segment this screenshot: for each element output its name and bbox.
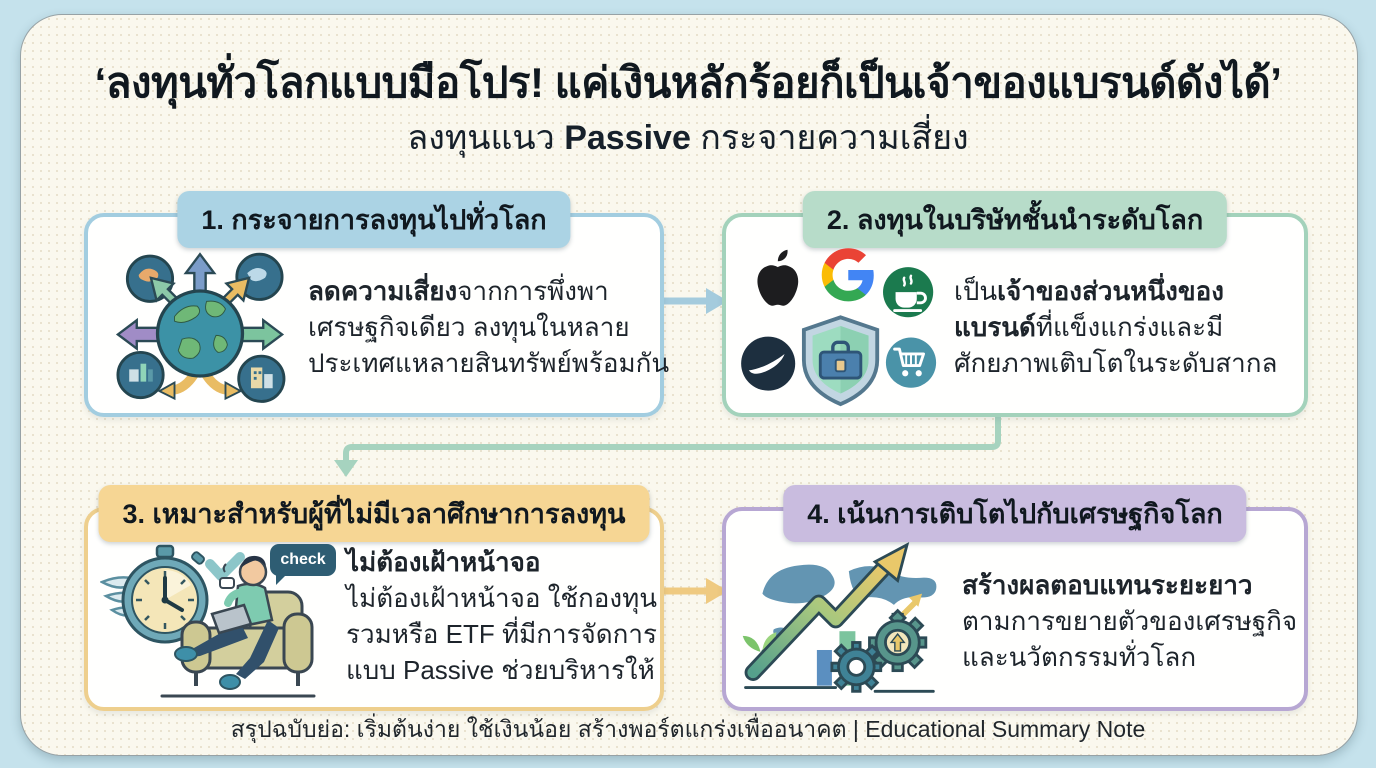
page-title: ‘ลงทุนทั่วโลกแบบมือโปร! แค่เงินหลักร้อยก… (94, 59, 1282, 106)
mini-factory-chart (129, 363, 153, 382)
coffee-brand-icon (883, 266, 934, 317)
growth-arrow (747, 561, 891, 678)
card-2-text: เป็นเจ้าของส่วนหนึ่งของ แบรนด์ที่แข็งแกร… (954, 276, 1278, 378)
card-2-leading-companies: 2. ลงทุนในบริษัทชั้นนำระดับโลก (722, 191, 1308, 417)
cart-brand-icon (885, 337, 937, 388)
bar-1 (816, 649, 832, 686)
nike-logo-icon (741, 336, 796, 391)
page-subtitle: ลงทุนแนว Passive กระจายความเสี่ยง (0, 110, 1376, 164)
stopwatch-icon (121, 544, 209, 644)
growth-chart-icon (738, 538, 954, 705)
subtitle-passive: Passive (564, 119, 691, 157)
card-1-text: ลดความเสี่ยงจากการพึ่งพา เศรษฐกิจเดียว ล… (308, 276, 670, 378)
card-3-header: 3. เหมาะสำหรับผู้ที่ไม่มีเวลาศึกษาการลงท… (98, 485, 650, 542)
baseline (744, 685, 935, 693)
footer-note: สรุปฉบับย่อ: เริ่มต้นง่าย ใช้เงินน้อย สร… (230, 716, 1146, 742)
apple-logo-icon (757, 249, 799, 306)
google-logo-icon (821, 247, 874, 301)
card-4-text: สร้างผลตอบแทนระยะยาว ตามการขยายตัวของเศร… (962, 570, 1298, 672)
person-icon (174, 555, 279, 690)
card-4-header: 4. เน้นการเติบโตไปกับเศรษฐกิจโลก (783, 485, 1247, 542)
gear-large-icon (868, 608, 928, 672)
continents (174, 300, 228, 359)
card-2-header: 2. ลงทุนในบริษัทชั้นนำระดับโลก (802, 191, 1228, 248)
brand-logos-icon (738, 242, 946, 413)
card-1-header: 1. กระจายการลงทุนไปทั่วโลก (177, 191, 571, 248)
card-1-global-diversification: 1. กระจายการลงทุนไปทั่วโลก (84, 191, 669, 417)
shield-briefcase-icon (801, 314, 880, 406)
card-3-text: ไม่ต้องเฝ้าหน้าจอ ไม่ต้องเฝ้าหน้าจอ ใช้ก… (346, 547, 658, 685)
gear-small-icon (830, 640, 883, 693)
globe-arrows-icon (100, 241, 300, 414)
small-arrow-icon (900, 593, 923, 617)
subtitle-post: กระจายความเสี่ยง (690, 119, 969, 157)
checkmark-icon (205, 552, 245, 581)
relaxed-person-icon: check (99, 530, 338, 702)
mini-buildings (250, 366, 273, 388)
card-4-global-growth: 4. เน้นการเติบโตไปกับเศรษฐกิจโลก (722, 485, 1308, 711)
subtitle-pre: ลงทุนแนว (407, 119, 565, 157)
check-speech-bubble: check (270, 544, 336, 585)
card-3-no-time-needed: 3. เหมาะสำหรับผู้ที่ไม่มีเวลาศึกษาการลงท… (84, 485, 664, 711)
